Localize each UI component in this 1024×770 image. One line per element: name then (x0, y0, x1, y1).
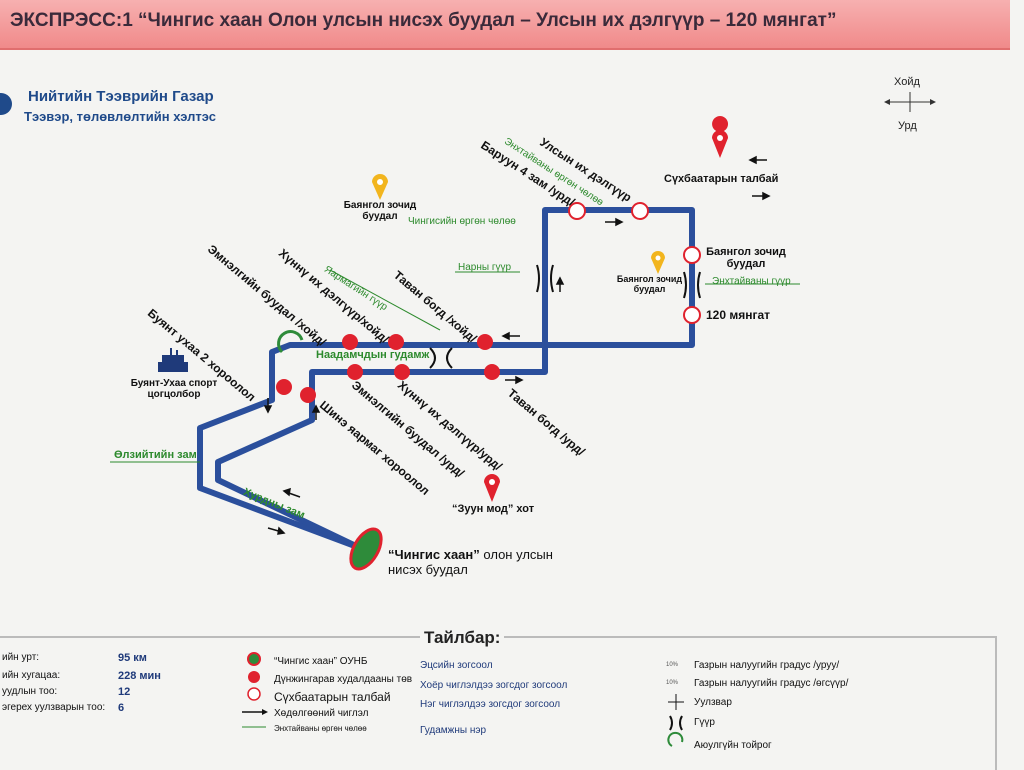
stop-taban-bogd-n (477, 334, 493, 350)
label-bayangol-top: Баянгол зочид буудал (343, 200, 417, 222)
airport-terminus (349, 527, 383, 571)
stop-khunnu-s (394, 364, 410, 380)
org-logo (0, 93, 12, 115)
label-airport: “Чингис хаан” олон улсын нисэх буудал (388, 547, 553, 577)
legend-title: Тайлбар: (420, 628, 505, 648)
legend-right-4: Аюулгүйн тойрог (694, 740, 772, 751)
compass: Хойд Урд (880, 74, 940, 134)
roundabout-icon (277, 330, 304, 354)
compass-north: Хойд (894, 76, 920, 88)
label-enkh-bridge: Энхтайваны гүүр (712, 276, 791, 287)
stop-khunnu-n (388, 334, 404, 350)
stat-value-2: 12 (118, 686, 131, 698)
legend-sym-0: “Чингис хаан” ОУНБ (274, 656, 368, 667)
stat-value-3: 6 (118, 702, 125, 714)
svg-text:10%: 10% (666, 680, 679, 686)
stop-taban-bogd-s (484, 364, 500, 380)
pin-bayangol-mid-icon (651, 251, 665, 274)
airport-rest1: олон улсын (483, 547, 553, 562)
route-line-branch (215, 345, 548, 551)
compass-south: Урд (898, 120, 917, 132)
stop-shinz (300, 387, 316, 403)
label-chingis-ave: Чингисийн өргөн чөлөө (408, 216, 516, 227)
legend-sym-2: Сүхбаатарын талбай (274, 690, 391, 704)
compass-arrows-icon (884, 92, 936, 112)
bridge-yarmag-icon (429, 347, 453, 369)
legend-right-3: Гүүр (694, 717, 715, 728)
stat-label-2: уудлын тоо: (2, 686, 58, 697)
legend-right-2: Уулзвар (694, 697, 732, 708)
label-buyant-sport: Буянт-Ухаа спорт цогцолбор (130, 378, 218, 400)
route-map (110, 116, 800, 571)
stat-value-0: 95 км (118, 652, 147, 664)
stat-value-1: 228 мин (118, 670, 161, 682)
legend-stop-1: Хоёр чиглэлдээ зогсдог зогсоол (420, 680, 568, 691)
stop-120 (683, 306, 701, 324)
label-120: 120 мянгат (706, 308, 771, 322)
direction-arrows (263, 155, 771, 535)
stat-label-0: ийн урт: (2, 652, 40, 663)
legend-right-1: Газрын налуугийн градус /өгсүүр/ (694, 678, 849, 689)
stat-label-3: эгерех уулзварын тоо: (2, 702, 106, 713)
stop-ulsyn-ikh (631, 202, 649, 220)
pin-zuun-mod-icon (484, 474, 500, 502)
legend-right-0: Газрын налуугийн градус /уруу/ (694, 660, 840, 671)
legend-right-symbols-icon: 10% 10% (666, 662, 684, 747)
org-name: Нийтийн Тээврийн Газар (28, 88, 214, 105)
title-banner: ЭКСПРЭСС:1 “Чингис хаан Олон улсын нисэх… (0, 0, 1010, 50)
legend-stop-3: Гудамжны нэр (420, 725, 487, 736)
stop-bayangol (683, 246, 701, 264)
legend-stop-2: Нэг чиглэлдээ зогсдог зогсоол (420, 699, 561, 710)
legend-sym-4: Энхтайваны өргөн чөлөө (274, 724, 367, 733)
stop-baruun4 (568, 202, 586, 220)
airport-bold: “Чингис хаан” (388, 547, 480, 562)
legend-sym-3: Хөдөлгөөний чиглэл (274, 708, 369, 719)
stop-emneleg-n (342, 334, 358, 350)
stop-buyant-2 (276, 379, 292, 395)
label-bayangol-mid: Баянгол зочид буудал (616, 274, 683, 294)
bridge-narny-icon (536, 264, 554, 293)
legend-sym-1: Дүнжингарав худалдааны төв (274, 674, 413, 685)
pin-bayangol-top-icon (372, 174, 388, 200)
stop-emneleg-s (347, 364, 363, 380)
label-sukhbaatar: Сүхбаатарын талбай (664, 173, 779, 185)
street-lines (110, 269, 800, 463)
legend-symbols-icon (242, 652, 268, 728)
stadium-icon (158, 348, 188, 372)
legend-stop-0: Эцсийн зогсоол (420, 660, 493, 671)
page-title: ЭКСПРЭСС:1 “Чингис хаан Олон улсын нисэх… (10, 10, 837, 31)
org-dept: Тээвэр, төлөвлөлтийн хэлтэс (24, 109, 217, 124)
label-narny: Нарны гүүр (458, 262, 512, 273)
label-bayangol-stop: Баянгол зочид буудал (706, 246, 786, 270)
stat-label-1: ийн хугацаа: (2, 670, 61, 681)
label-naadam: Наадамчдын гудамж (316, 349, 430, 361)
bridge-enkh-icon (683, 271, 701, 299)
label-olziit: Өлзийтийн зам (114, 449, 197, 461)
pin-sukhbaatar-icon (712, 116, 729, 158)
airport-rest2: нисэх буудал (388, 562, 468, 577)
label-zuun-mod: “Зуун мод” хот (452, 503, 535, 515)
svg-text:10%: 10% (666, 662, 679, 668)
